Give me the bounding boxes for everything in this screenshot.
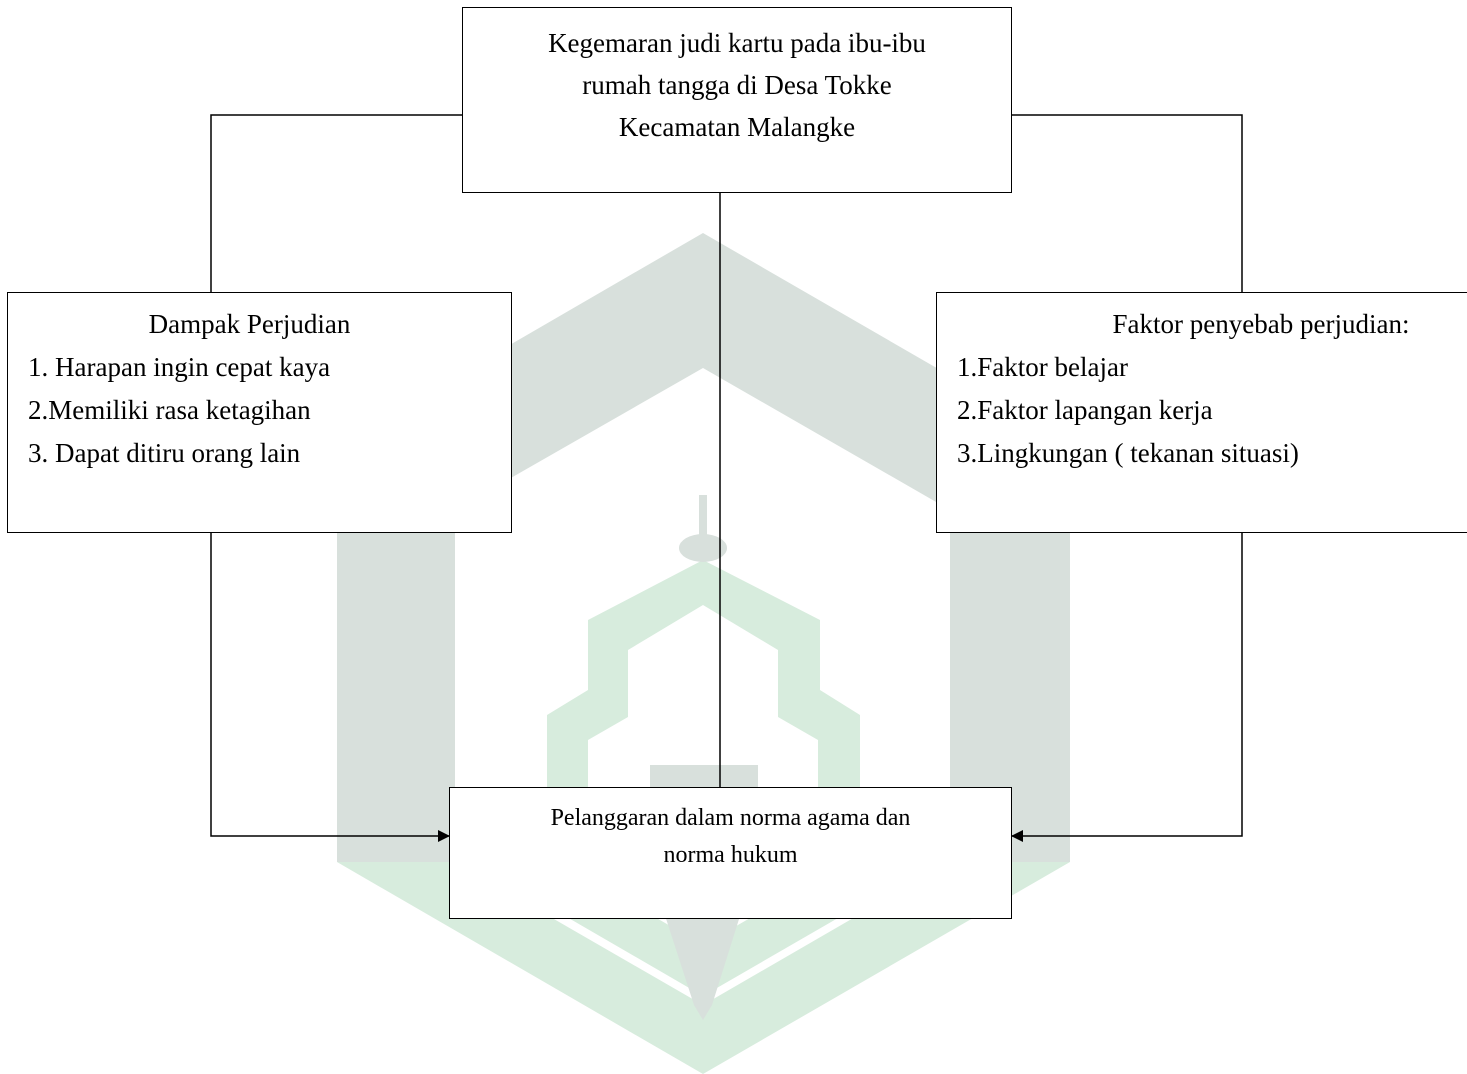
impact-box: Dampak Perjudian 1. Harapan ingin cepat … — [7, 292, 512, 533]
topic-line-2: rumah tangga di Desa Tokke — [582, 70, 892, 100]
watermark-mosque-shape — [547, 560, 860, 800]
violation-box: Pelanggaran dalam norma agama dan norma … — [449, 787, 1012, 919]
violation-line-2: norma hukum — [663, 842, 798, 868]
cause-item: 3.Lingkungan ( tekanan situasi) — [957, 438, 1299, 468]
impact-heading: Dampak Perjudian — [148, 309, 351, 339]
watermark-spire — [699, 495, 707, 545]
arrow-right-to-bottom — [1011, 533, 1243, 842]
impact-item: 1. Harapan ingin cepat kaya — [28, 352, 331, 382]
connector-top-to-right — [1012, 114, 1243, 292]
cause-item: 1.Faktor belajar — [957, 352, 1128, 382]
cause-item: 2.Faktor lapangan kerja — [957, 395, 1213, 425]
impact-item: 2.Memiliki rasa ketagihan — [28, 395, 311, 425]
impact-item: 3. Dapat ditiru orang lain — [28, 438, 301, 468]
topic-line-1: Kegemaran judi kartu pada ibu-ibu — [548, 28, 926, 58]
violation-line-1: Pelanggaran dalam norma agama dan — [550, 805, 911, 831]
watermark-outer-band — [337, 233, 1070, 862]
causes-heading: Faktor penyebab perjudian: — [1112, 309, 1410, 339]
topic-box: Kegemaran judi kartu pada ibu-ibu rumah … — [462, 7, 1012, 193]
watermark-spire-bulb — [679, 534, 727, 562]
causes-box: Faktor penyebab perjudian: 1.Faktor bela… — [936, 292, 1467, 533]
topic-line-3: Kecamatan Malangke — [618, 112, 856, 142]
connector-top-to-left — [210, 114, 462, 292]
arrow-left-to-bottom — [210, 533, 450, 842]
